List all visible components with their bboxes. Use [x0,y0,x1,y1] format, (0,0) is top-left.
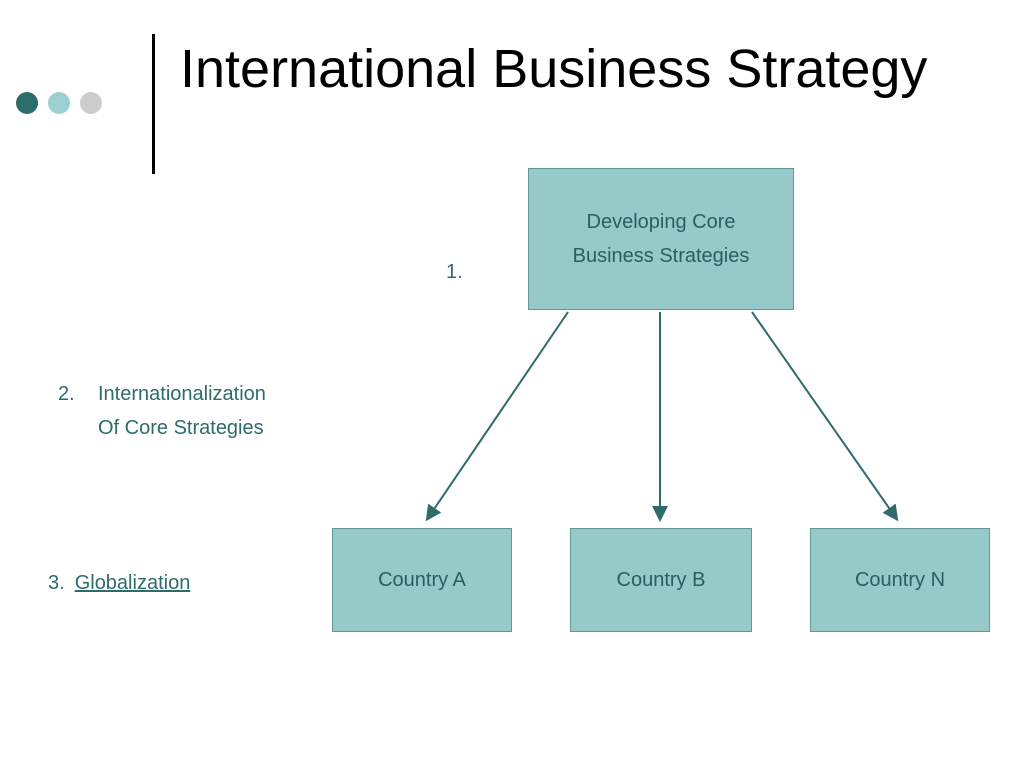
box-country-b-label: Country B [616,569,706,591]
header-dot-group [16,92,102,114]
step-3-label: Globalization [74,572,191,594]
box-country-n-label: Country N [854,569,946,591]
title-divider [152,34,155,174]
step-2-label: Internationalization Of Core Strategies [98,377,348,445]
box-country-a: Country A [332,528,512,632]
box-country-b: Country B [570,528,752,632]
box-developing-core-business-strategies: Developing Core Business Strategies [528,168,794,310]
arrow-to-country-a [425,311,569,522]
page-title: International Business Strategy [180,39,928,99]
dot-gray-icon [80,92,102,114]
box-core-line2: Business Strategies [572,245,750,267]
step-2: 2. Internationalization Of Core Strategies [58,377,388,445]
box-country-n: Country N [810,528,990,632]
arrow-to-country-n [751,311,899,522]
dot-teal-icon [48,92,70,114]
step-2-number: 2. [58,383,75,405]
dot-dark-icon [16,92,38,114]
step-3: 3. Globalization [48,566,190,600]
step-2-label-line2: Of Core Strategies [98,417,264,439]
step-3-number: 3. [48,572,65,594]
step-1-number: 1. [446,261,463,283]
box-country-a-label: Country A [378,569,466,591]
step-2-label-line1: Internationalization [98,383,266,405]
box-core-line1: Developing Core [586,211,736,233]
